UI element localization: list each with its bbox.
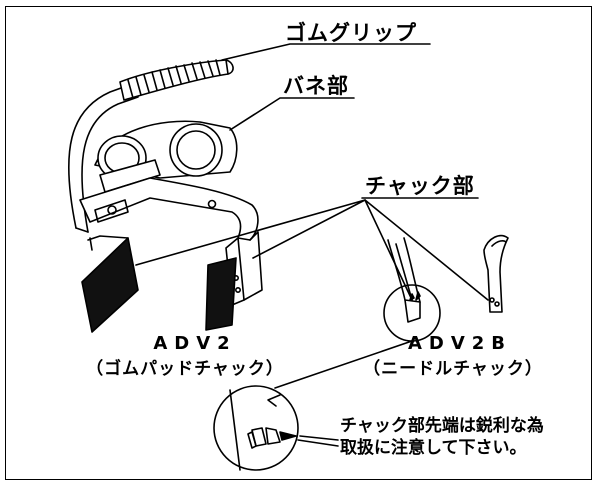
chuck-label: チャック部 [365,174,475,198]
grip-leader [221,43,431,61]
model-adv2b-name: ADV2B [407,333,513,354]
spring-leader [229,97,355,131]
model-adv2b-subtitle: （ニードルチャック） [363,359,543,379]
needle-chuck-right [483,234,509,313]
model-adv2-subtitle: （ゴムパッドチャック） [86,359,284,379]
warning-text: チャック部先端は鋭利な為 取扱に注意して下さい。 [340,415,544,459]
warning-line-2: 取扱に注意して下さい。 [340,438,527,458]
diagram-frame [5,6,592,480]
zoom-circle-large [213,385,299,471]
spring-label: バネ部 [283,74,349,98]
rubber-pad-right [205,257,237,331]
spring-housing [94,120,238,193]
model-adv2-name: ADV2 [153,333,237,354]
rubber-pad-left [81,237,139,333]
chuck-arm [79,177,259,241]
gom-grip-label: ゴムグリップ [285,21,417,45]
needle-chuck-left [387,237,421,323]
rubber-grip [119,59,234,101]
zoom-connector [274,340,413,389]
warning-line-1: チャック部先端は鋭利な為 [340,416,544,436]
